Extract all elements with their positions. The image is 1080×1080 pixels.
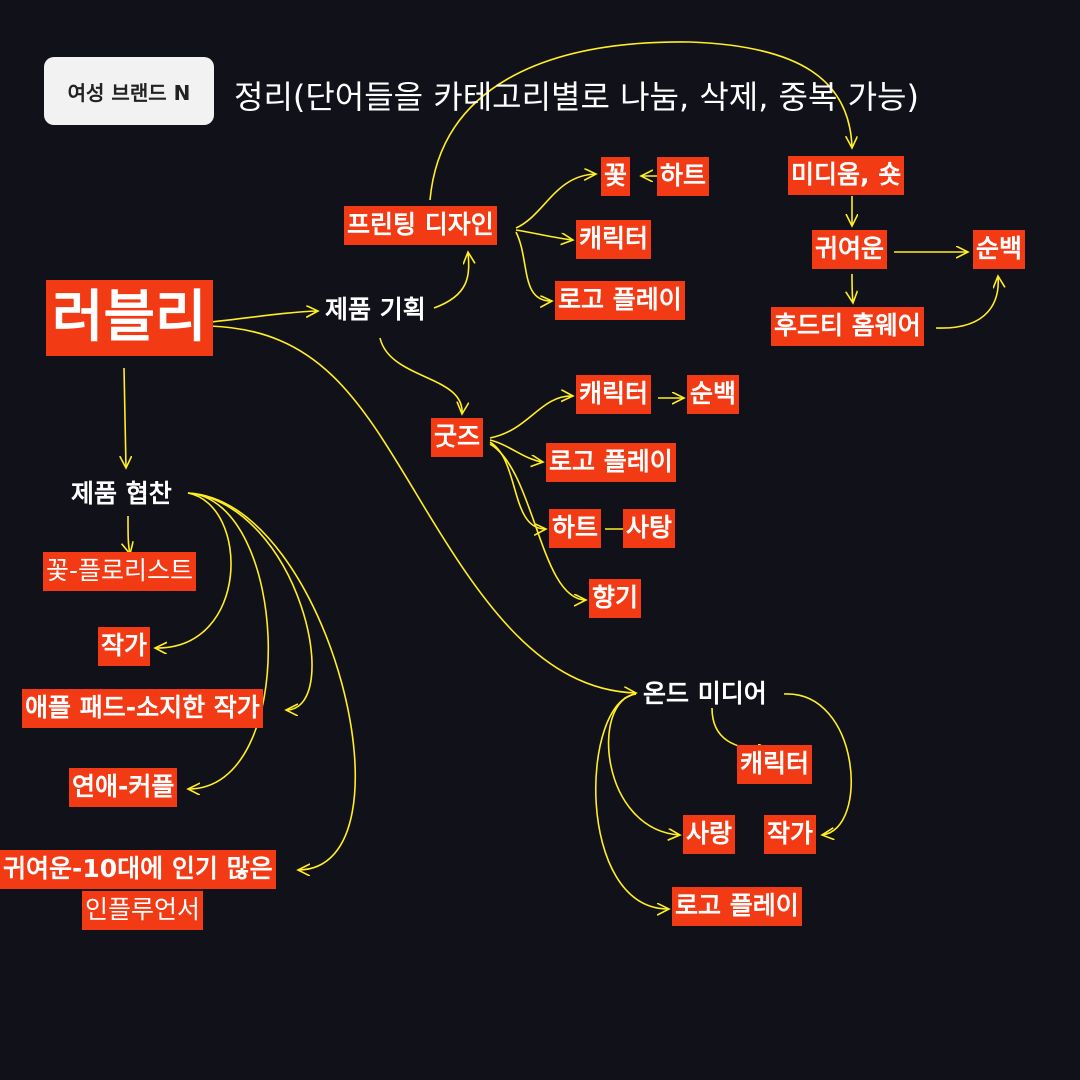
node-logo-play-3: 로고 플레이 — [672, 887, 802, 926]
node-love: 사랑 — [683, 815, 736, 854]
node-character-3: 캐릭터 — [737, 745, 813, 784]
node-lovely: 러블리 — [46, 280, 213, 357]
node-logo-play-1: 로고 플레이 — [555, 281, 685, 320]
node-cute-influencer-line2: 인플루언서 — [82, 891, 204, 930]
page-title: 정리(단어들을 카테고리별로 나눔, 삭제, 중복 가능) — [234, 78, 919, 116]
node-character-2: 캐릭터 — [576, 375, 652, 414]
arrow-lovely-to-plan — [209, 311, 318, 323]
arrow-cute-to-hoodie — [852, 273, 853, 303]
arrow-plan-to-goods — [379, 337, 462, 414]
node-florist: 꽃-플로리스트 — [43, 552, 197, 591]
node-ipad-artist: 애플 패드-소지한 작가 — [22, 689, 263, 728]
node-flower: 꽃 — [601, 157, 631, 196]
node-pure-white-2: 순백 — [687, 375, 740, 414]
arrow-lovely-to-collab — [124, 367, 126, 468]
arrow-hoodie-to-purewhite1 — [935, 276, 998, 329]
node-pure-white-1: 순백 — [973, 230, 1026, 269]
node-scent: 향기 — [589, 579, 642, 618]
arrow-collab-to-influencer — [187, 492, 356, 870]
arrow-goods-to-logoplay2 — [489, 439, 543, 462]
node-goods: 굿즈 — [431, 418, 484, 457]
arrow-plan-to-print — [433, 252, 469, 309]
node-collab: 제품 협찬 — [71, 479, 172, 508]
arrow-print-to-logoplay1 — [515, 231, 552, 301]
node-owned-media: 온드 미디어 — [643, 679, 767, 708]
arrow-print-to-character1 — [515, 229, 573, 240]
arrow-owned-to-character3 — [711, 707, 770, 750]
arrow-collab-to-ipad — [187, 492, 313, 710]
arrow-goods-to-character2 — [489, 396, 573, 439]
arrow-collab-to-florist — [128, 515, 130, 554]
node-hoodie-homewear: 후드티 홈웨어 — [771, 307, 924, 346]
brand-badge: 여성 브랜드 N — [44, 57, 214, 125]
node-medium-short: 미디움, 숏 — [788, 156, 905, 195]
node-print-design: 프린팅 디자인 — [344, 206, 497, 245]
node-artist-1: 작가 — [98, 627, 151, 666]
node-heart-1: 하트 — [657, 157, 710, 196]
node-heart-2: 하트 — [549, 509, 602, 548]
arrow-collab-to-couple — [188, 492, 270, 789]
node-character-1: 캐릭터 — [576, 220, 652, 259]
node-product-plan: 제품 기획 — [325, 295, 426, 324]
arrow-owned-to-love — [607, 693, 680, 835]
node-logo-play-2: 로고 플레이 — [546, 443, 676, 482]
arrow-owned-to-logoplay3 — [595, 693, 669, 909]
node-cute-influencer-line1: 귀여운-10대에 인기 많은 — [0, 850, 276, 889]
node-couple: 연애-커플 — [69, 768, 178, 807]
node-candy: 사탕 — [623, 509, 676, 548]
node-cute-1: 귀여운 — [812, 230, 888, 269]
node-artist-2: 작가 — [764, 815, 817, 854]
arrow-goods-to-heart2 — [489, 441, 546, 529]
